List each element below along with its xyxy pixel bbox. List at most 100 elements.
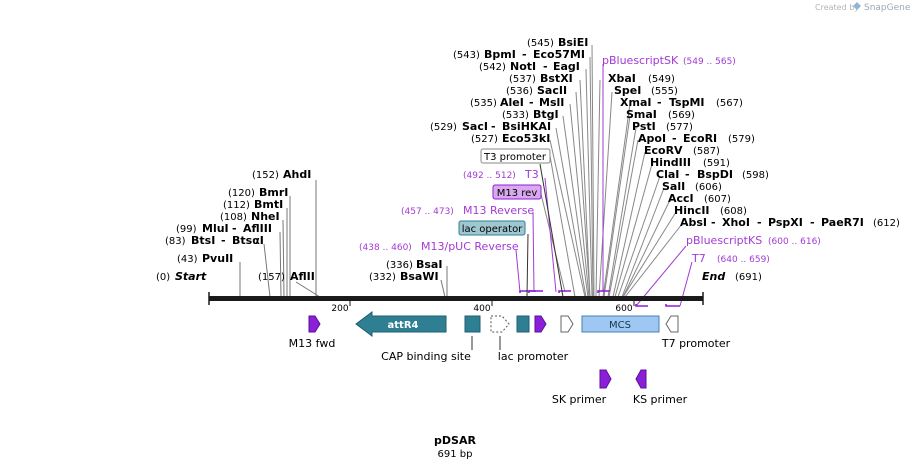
left-site-lines (239, 180, 448, 298)
primer-t7[interactable]: T7 (691, 252, 706, 265)
mcs-left-labels: (545) BsiEI (543) BpmI - Eco57MI (542) N… (430, 36, 588, 145)
site-ecorv[interactable]: EcoRV (644, 144, 683, 157)
site-saci[interactable]: SacI (462, 120, 488, 133)
mcs-box[interactable] (581, 315, 660, 333)
m13-rev-arrow[interactable] (534, 315, 547, 333)
t7-promoter-arrow[interactable] (665, 315, 679, 333)
site-pos: (591) (703, 158, 730, 169)
m13-rev-box[interactable] (492, 184, 542, 200)
site-pos: (535) (470, 98, 497, 109)
site-eco53ki[interactable]: Eco53kI (502, 132, 550, 145)
site-eco57mi[interactable]: Eco57MI (533, 48, 585, 61)
primer-pbluescriptsk[interactable]: pBluescriptSK (602, 54, 679, 67)
site-pos: (336) (386, 260, 413, 271)
site-pos: (606) (695, 182, 722, 193)
site-bsiei[interactable]: BsiEI (558, 36, 588, 49)
site-pos: (157) (258, 272, 285, 283)
site-xbai[interactable]: XbaI (608, 72, 636, 85)
mcs-label: MCS (609, 320, 631, 331)
site-bstxi[interactable]: BstXI (540, 72, 573, 85)
cap-binding-site-label: CAP binding site (381, 350, 471, 363)
site-bpmi[interactable]: BpmI (484, 48, 516, 61)
ks-primer-arrow[interactable] (635, 369, 647, 389)
site-paer7i[interactable]: PaeR7I (821, 216, 864, 229)
t3-promoter-arrow[interactable] (560, 315, 574, 333)
lac-promoter-label: lac promoter (498, 350, 569, 363)
site-afliii[interactable]: AflIII (243, 222, 272, 235)
site-dash: - (232, 222, 237, 235)
site-dash: - (672, 132, 677, 145)
t7-promoter-label: T7 promoter (661, 337, 731, 350)
sk-primer-arrow[interactable] (599, 369, 612, 389)
site-btsai[interactable]: BtsαI (232, 234, 264, 247)
site-pos: (607) (704, 194, 731, 205)
site-nhei[interactable]: NheI (251, 210, 280, 223)
site-hincii[interactable]: HincII (674, 204, 710, 217)
credit-brand: SnapGene (864, 3, 911, 13)
t3-promoter-label: T3 promoter (483, 152, 547, 163)
ruler-tick-400: 400 (473, 304, 490, 314)
primer-range: (457 .. 473) (401, 207, 454, 217)
site-bsawi[interactable]: BsaWI (400, 270, 439, 283)
primer-labels: pBluescriptSK (549 .. 565) (492 .. 512) … (359, 54, 821, 265)
site-aflii[interactable]: AflII (290, 270, 315, 283)
site-xmai[interactable]: XmaI (620, 96, 651, 109)
plasmid-name: pDSAR (434, 434, 476, 447)
lac-operator-box[interactable] (458, 220, 526, 236)
site-bsihkai[interactable]: BsiHKAI (502, 120, 551, 133)
site-bmti[interactable]: BmtI (254, 198, 283, 211)
site-clai[interactable]: ClaI (656, 168, 679, 181)
lac-promoter-arrow[interactable] (490, 315, 510, 333)
site-spei[interactable]: SpeI (614, 84, 641, 97)
site-smai[interactable]: SmaI (626, 108, 657, 121)
t3-promoter-box[interactable] (480, 148, 551, 164)
site-absi[interactable]: AbsI (680, 216, 707, 229)
site-pos: (83) (165, 236, 186, 247)
site-mlui[interactable]: MluI (202, 222, 229, 235)
site-pos: (152) (252, 170, 279, 181)
site-xhoi[interactable]: XhoI (722, 216, 750, 229)
ruler-tick-600: 600 (615, 304, 632, 314)
site-dash: - (221, 234, 226, 247)
site-bsai[interactable]: BsaI (416, 258, 442, 271)
site-btsi[interactable]: BtsI (191, 234, 215, 247)
feature-leader-lines (471, 336, 501, 350)
site-btgi[interactable]: BtgI (533, 108, 559, 121)
site-pos: (567) (716, 98, 743, 109)
m13-fwd-label: M13 fwd (289, 337, 336, 350)
site-tspmi[interactable]: TspMI (669, 96, 705, 109)
primer-m13-puc-reverse[interactable]: M13/pUC Reverse (421, 240, 519, 253)
site-sali[interactable]: SalI (662, 180, 685, 193)
credit-prefix: Created by (815, 3, 859, 12)
site-sacii[interactable]: SacII (537, 84, 567, 97)
site-pos: (545) (527, 38, 554, 49)
site-acci[interactable]: AccI (668, 192, 694, 205)
site-pos: (579) (728, 134, 755, 145)
primer-pbluescriptks[interactable]: pBluescriptKS (686, 234, 762, 247)
site-ecori[interactable]: EcoRI (683, 132, 717, 145)
primer-m13-reverse[interactable]: M13 Reverse (463, 204, 534, 217)
site-pspxi[interactable]: PspXI (768, 216, 803, 229)
site-bspdi[interactable]: BspDI (697, 168, 733, 181)
site-psti[interactable]: PstI (632, 120, 656, 133)
cap-binding-site-box[interactable] (464, 315, 481, 333)
site-msli[interactable]: MslI (539, 96, 564, 109)
site-alei[interactable]: AleI (500, 96, 524, 109)
attr4-arrow[interactable] (355, 311, 447, 337)
lac-operator-feature[interactable] (516, 315, 530, 333)
site-apoi[interactable]: ApoI (638, 132, 666, 145)
site-pvuii[interactable]: PvuII (202, 252, 233, 265)
boxed-feature-lines (526, 163, 564, 298)
site-pos: (527) (471, 134, 498, 145)
site-bmri[interactable]: BmrI (259, 186, 288, 199)
site-noti[interactable]: NotI (510, 60, 536, 73)
primer-t3[interactable]: T3 (524, 168, 539, 181)
primer-range: (640 .. 659) (717, 255, 770, 265)
site-pos: (608) (720, 206, 747, 217)
site-hindiii[interactable]: HindIII (650, 156, 691, 169)
primer-lines (515, 64, 693, 307)
site-ahdi[interactable]: AhdI (283, 168, 311, 181)
m13-fwd-arrow[interactable] (308, 315, 321, 333)
site-eagi[interactable]: EagI (553, 60, 580, 73)
